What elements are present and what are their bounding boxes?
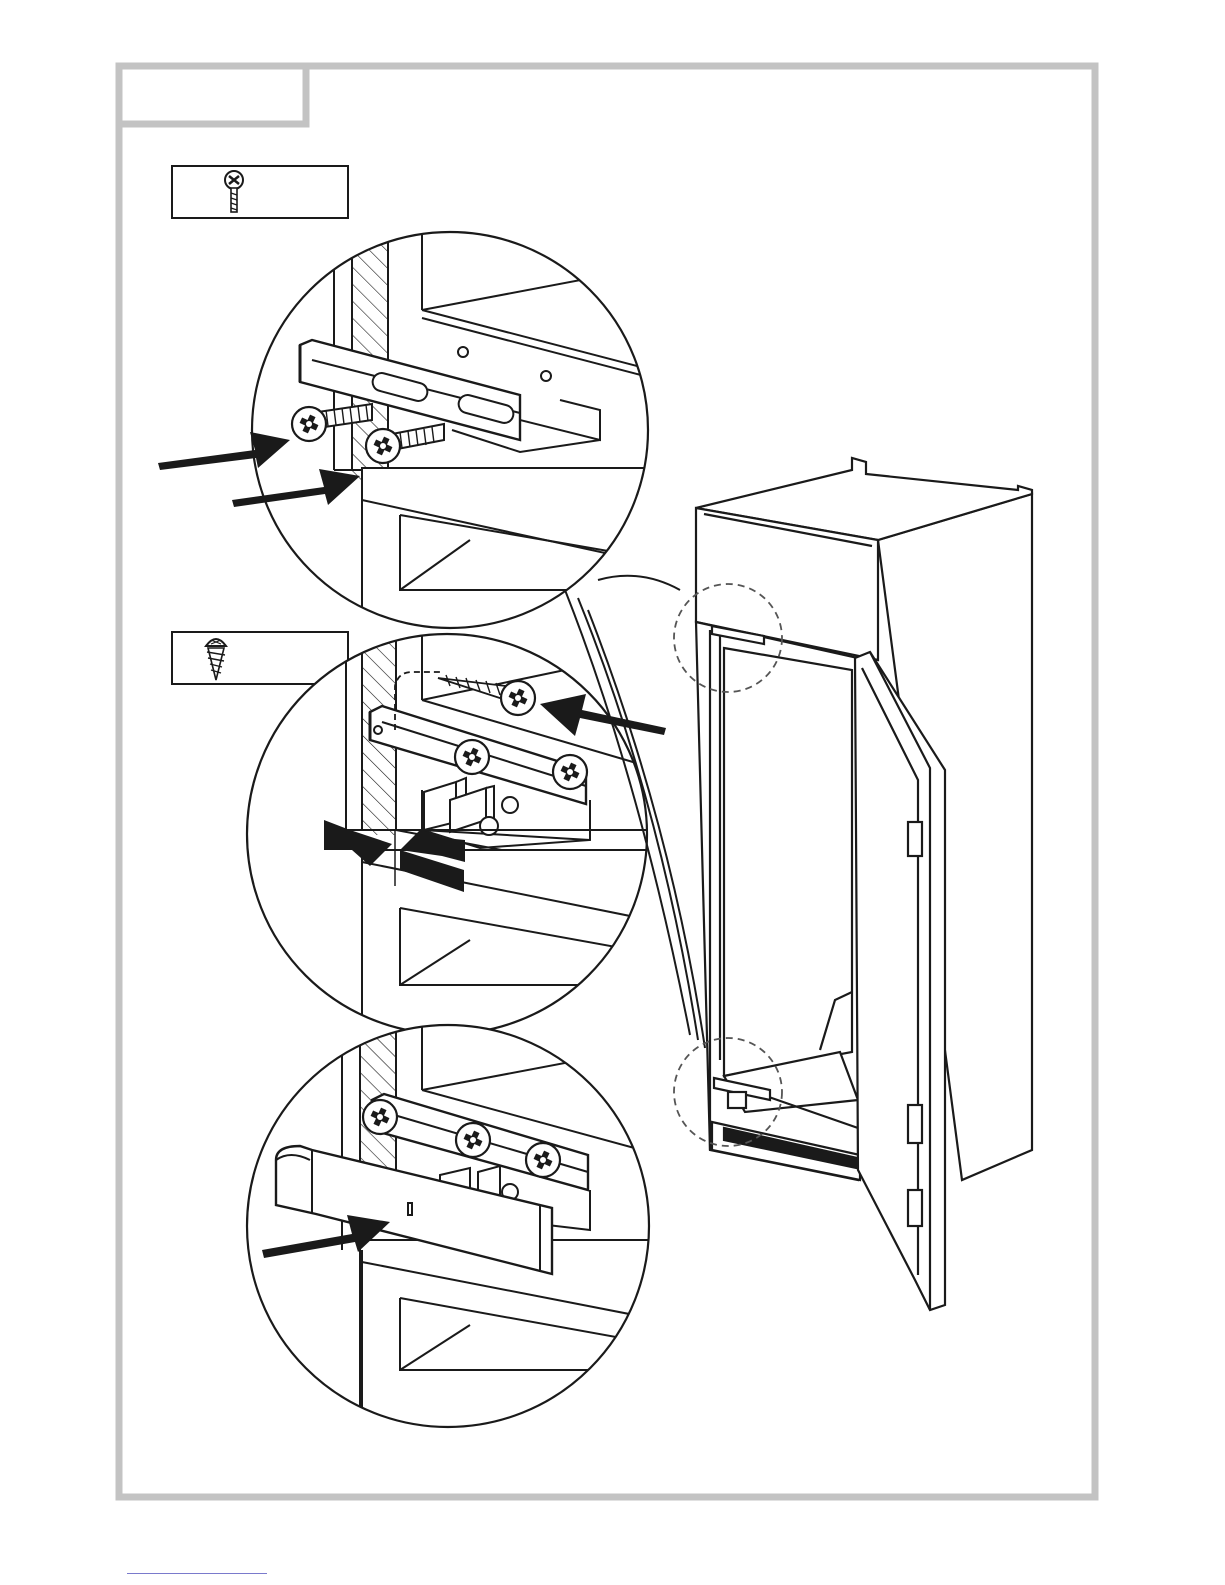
refrigerator-illustration (696, 458, 1032, 1310)
footer-link-rule (127, 1573, 267, 1574)
legend-wood-screw (172, 632, 348, 684)
legend-machine-screw (172, 166, 348, 218)
top-hinge-detail (252, 220, 662, 640)
middle-gap-detail (247, 630, 662, 1050)
bottom-cover-detail (247, 1022, 660, 1440)
